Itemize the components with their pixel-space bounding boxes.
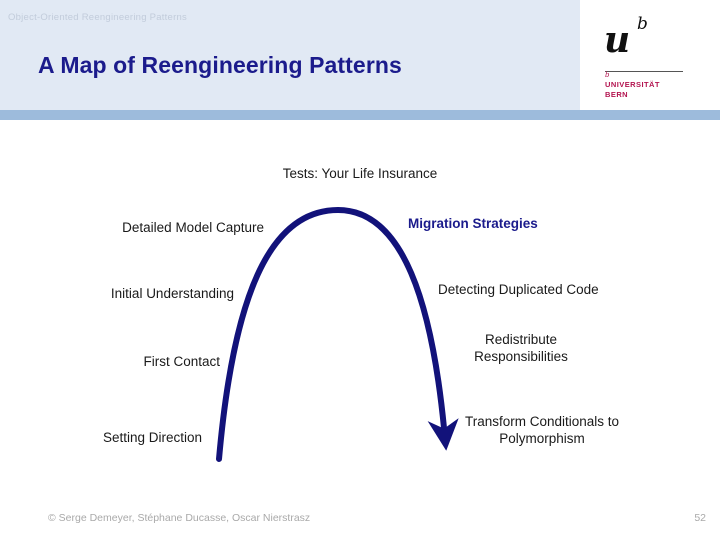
label-detecting-duplicated-code: Detecting Duplicated Code: [438, 282, 599, 297]
header-kicker: Object-Oriented Reengineering Patterns: [8, 12, 188, 23]
label-initial-understanding: Initial Understanding: [110, 286, 234, 301]
label-tests-your-life-insurance: Tests: Your Life Insurance: [282, 166, 438, 181]
arch-curve-path: [216, 206, 459, 462]
logo-tick-glyph: b: [605, 71, 610, 79]
label-setting-direction: Setting Direction: [102, 430, 202, 445]
label-migration-strategies: Migration Strategies: [408, 216, 538, 231]
footer-credit: © Serge Demeyer, Stéphane Ducasse, Oscar…: [48, 512, 311, 524]
footer-page-number: 52: [694, 512, 706, 524]
logo-divider: [605, 71, 683, 72]
university-logo-mark: u: [604, 19, 631, 61]
university-logo-superscript: b: [637, 14, 648, 34]
page-title: A Map of Reengineering Patterns: [38, 52, 402, 78]
label-detailed-model-capture: Detailed Model Capture: [122, 220, 264, 235]
label-first-contact: First Contact: [143, 354, 220, 369]
label-transform-conditionals-to-polymorphism: Transform Conditionals to Polymorphism: [464, 414, 620, 446]
logo-panel: [580, 0, 720, 110]
logo-name-line-2: BERN: [605, 90, 629, 99]
logo-name-line-1: UNIVERSITÄT: [605, 80, 660, 89]
label-redistribute-responsibilities: Redistribute Responsibilities: [474, 332, 568, 364]
header-accent-stripe: [0, 110, 720, 120]
